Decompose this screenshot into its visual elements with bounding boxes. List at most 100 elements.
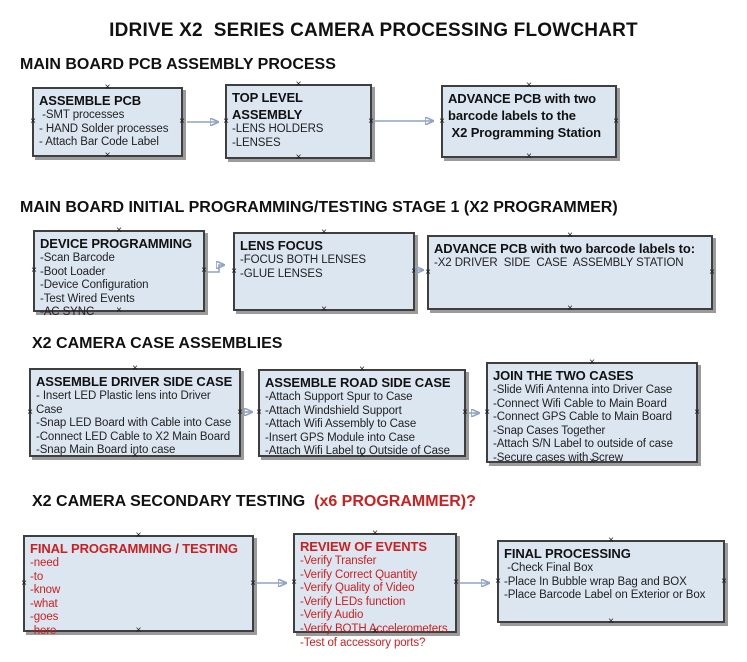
box-item: -Connect LED Cable to X2 Main Board	[36, 430, 231, 443]
flow-box-advance-pcb-driver-side: ADVANCE PCB with two barcode labels to:-…	[425, 231, 715, 314]
section-heading-camera-secondary-testing: X2 CAMERA SECONDARY TESTING (x6 PROGRAMM…	[32, 493, 476, 511]
connector-handle-left: ×	[495, 575, 501, 587]
box-item: -Verify Correct Quantity	[300, 568, 418, 581]
flow-box-final-processing: FINAL PROCESSING -Check Final Box-Place …	[495, 536, 727, 627]
section-heading-text: MAIN BOARD PCB ASSEMBLY PROCESS	[20, 56, 336, 73]
box-title: ASSEMBLE DRIVER SIDE CASE	[36, 374, 233, 389]
connector-handle-left: ×	[256, 407, 262, 418]
connector-handle-right: ×	[462, 407, 468, 418]
box-item: -Place Barcode Label on Exterior or Box	[504, 589, 706, 602]
connector-handle-left: ×	[27, 406, 33, 418]
connector-handle-left: ×	[484, 406, 490, 418]
box-title: FINAL PROCESSING	[504, 546, 631, 561]
box-item: -Slide Wifi Antenna into Driver Case	[493, 384, 673, 396]
box-item: -Test Wired Events	[40, 292, 135, 305]
section-heading-text: MAIN BOARD INITIAL PROGRAMMING/TESTING S…	[20, 199, 618, 216]
box-title: ASSEMBLE ROAD SIDE CASE	[265, 375, 451, 390]
connector-handle-left: ×	[425, 266, 431, 278]
connector-handle-right: ×	[721, 575, 727, 587]
connector-handle-bottom: ×	[104, 150, 111, 161]
box-item: -what	[30, 597, 58, 610]
flow-box-assemble-road-side-case: ASSEMBLE ROAD SIDE CASE-Attach Support S…	[256, 365, 468, 461]
box-title: JOIN THE TWO CASES	[493, 368, 634, 383]
flow-box-review-of-events: REVIEW OF EVENTS-Verify Transfer-Verify …	[291, 529, 459, 649]
box-item: -Scan Barcode	[40, 252, 115, 264]
flow-arrow	[207, 265, 224, 273]
connector-handle-left: ×	[21, 577, 27, 589]
box-item: -Insert GPS Module into Case	[265, 431, 415, 444]
page-title: IDRIVE X2 SERIES CAMERA PROCESSING FLOWC…	[109, 20, 638, 41]
box-item: -Attach S/N Label to outside of case	[493, 438, 673, 451]
connector-handle-right: ×	[237, 406, 243, 418]
flow-box-lens-focus: LENS FOCUS-FOCUS BOTH LENSES-GLUE LENSES…	[231, 228, 417, 315]
connector-handle-right: ×	[201, 265, 207, 276]
box-item: -Attach Wifi Label to Outside of Case	[265, 445, 450, 458]
flow-box-final-programming-testing: FINAL PROGRAMMING / TESTING-need-to-know…	[21, 531, 256, 637]
flow-box-assemble-pcb: ASSEMBLE PCB -SMT processes- HAND Solder…	[30, 83, 185, 161]
connector-handle-bottom: ×	[295, 152, 302, 163]
box-item: -Device Configuration	[40, 279, 149, 292]
box-item: -here	[30, 624, 57, 637]
box-item: -Test of accessory ports?	[300, 636, 426, 649]
connector-handle-right: ×	[250, 577, 256, 589]
box-title: ADVANCE PCB with two barcode labels to t…	[448, 91, 602, 140]
section-heading-red-text: (x6 PROGRAMMER)?	[314, 493, 476, 510]
box-item: -FOCUS BOTH LENSES	[240, 254, 366, 266]
box-item: -goes	[30, 611, 59, 624]
section-heading-text: X2 CAMERA SECONDARY TESTING	[32, 493, 315, 510]
connector-handle-right: ×	[368, 115, 374, 127]
box-item: -LENSES	[232, 136, 281, 149]
flow-box-assemble-driver-side-case: ASSEMBLE DRIVER SIDE CASE- Insert LED Pl…	[27, 364, 243, 461]
box-item: -Secure cases with Screw	[493, 451, 623, 464]
connector-handle-left: ×	[30, 116, 36, 127]
box-item: -Check Final Box	[504, 562, 594, 574]
box-title: TOP LEVEL ASSEMBLY	[232, 90, 306, 122]
box-item: -Attach Windshield Support	[265, 404, 402, 417]
connector-handle-bottom: ×	[567, 303, 573, 314]
connector-handle-left: ×	[231, 265, 237, 277]
connector-handle-right: ×	[411, 265, 417, 277]
flow-box-top-level-assembly: TOP LEVEL ASSEMBLY-LENS HOLDERS-LENSES××…	[223, 80, 374, 163]
box-item: -Place In Bubble wrap Bag and BOX	[504, 575, 687, 588]
section-heading-main-board-pcb-assembly: MAIN BOARD PCB ASSEMBLY PROCESS	[20, 56, 336, 74]
flow-box-advance-pcb-programming-station: ADVANCE PCB with two barcode labels to t…	[439, 81, 619, 162]
box-item: -Attach Support Spur to Case	[265, 391, 413, 403]
connector-handle-left: ×	[223, 115, 229, 127]
box-title: ADVANCE PCB with two barcode labels to:	[434, 241, 695, 256]
connector-handle-left: ×	[291, 577, 297, 588]
connector-handle-bottom: ×	[526, 151, 532, 162]
box-item: -LENS HOLDERS	[232, 123, 324, 135]
box-item: -Snap Cases Together	[493, 424, 606, 437]
box-item: -Boot Loader	[40, 265, 106, 278]
connector-handle-right: ×	[453, 577, 459, 588]
box-item: -X2 DRIVER SIDE CASE ASSEMBLY STATION	[434, 257, 684, 269]
connector-handle-bottom: ×	[321, 304, 327, 315]
section-heading-camera-case-assemblies: X2 CAMERA CASE ASSEMBLIES	[32, 335, 282, 353]
box-item: -Verify Audio	[300, 609, 364, 622]
box-item: -SMT processes	[39, 109, 125, 121]
box-item: -Verify Quality of Video	[300, 582, 415, 595]
box-item: -Attach Wifi Assembly to Case	[265, 418, 417, 431]
connector-handle-right: ×	[694, 406, 700, 418]
box-item: - Insert LED Plastic lens into Driver Ca…	[36, 390, 214, 416]
box-item: -GLUE LENSES	[240, 267, 323, 280]
section-heading-initial-programming-testing: MAIN BOARD INITIAL PROGRAMMING/TESTING S…	[20, 199, 618, 217]
section-heading-text: X2 CAMERA CASE ASSEMBLIES	[32, 335, 283, 352]
box-title: FINAL PROGRAMMING / TESTING	[30, 541, 238, 556]
box-item: -need	[30, 557, 59, 569]
connector-handle-right: ×	[179, 116, 185, 127]
connector-handle-bottom: ×	[608, 616, 614, 627]
box-item: -Verify Transfer	[300, 555, 377, 567]
box-item: -to	[30, 570, 44, 583]
box-item: -Verify LEDs function	[300, 595, 406, 608]
box-item: -Snap Main Board into case	[36, 444, 176, 457]
box-item: -Snap LED Board with Cable into Case	[36, 417, 232, 430]
connector-handle-left: ×	[31, 265, 37, 276]
flow-box-device-programming: DEVICE PROGRAMMING-Scan Barcode-Boot Loa…	[31, 226, 207, 319]
connector-handle-right: ×	[613, 115, 619, 127]
box-item: -Verify BOTH Accelerometers	[300, 622, 448, 635]
box-item: -Connect Wifi Cable to Main Board	[493, 397, 667, 410]
connector-handle-left: ×	[439, 115, 445, 127]
box-item: -know	[30, 584, 61, 597]
box-title: ASSEMBLE PCB	[39, 93, 142, 108]
